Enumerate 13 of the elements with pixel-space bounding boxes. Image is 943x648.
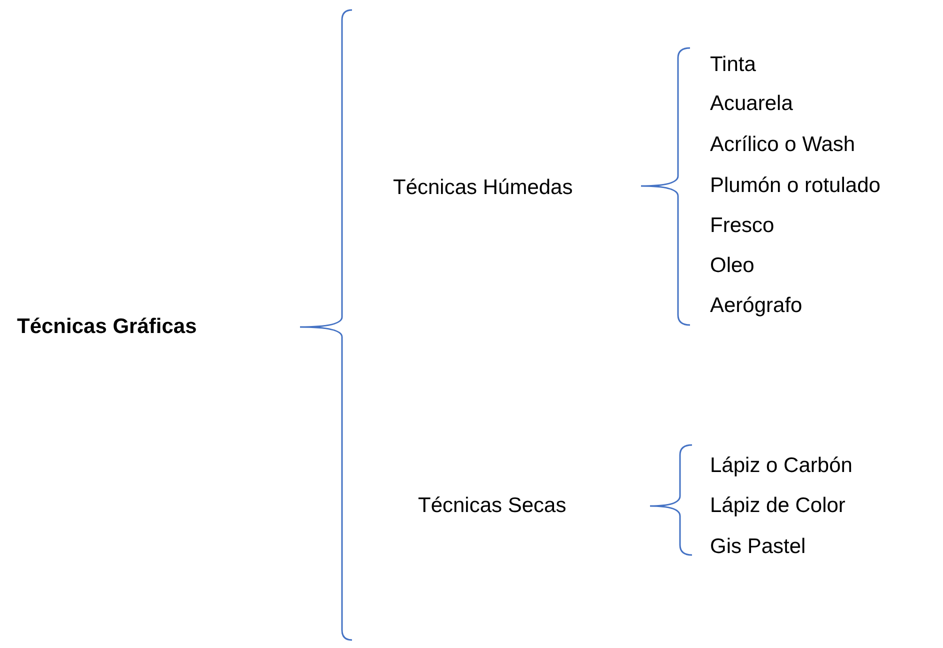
title: Técnicas Gráficas (17, 314, 197, 340)
item-label: Oleo (710, 253, 754, 279)
item-label: Lápiz o Carbón (710, 453, 852, 479)
item-label: Plumón o rotulado (710, 173, 880, 199)
item-label: Fresco (710, 213, 774, 239)
item-label: Lápiz de Color (710, 493, 846, 519)
item-label: Aerógrafo (710, 293, 802, 319)
item-label: Gis Pastel (710, 534, 806, 560)
item-label: Tinta (710, 52, 756, 78)
category-label: Técnicas Húmedas (393, 175, 573, 201)
item-label: Acrílico o Wash (710, 132, 856, 158)
item-label: Acuarela (710, 91, 793, 117)
category-label: Técnicas Secas (418, 493, 566, 519)
